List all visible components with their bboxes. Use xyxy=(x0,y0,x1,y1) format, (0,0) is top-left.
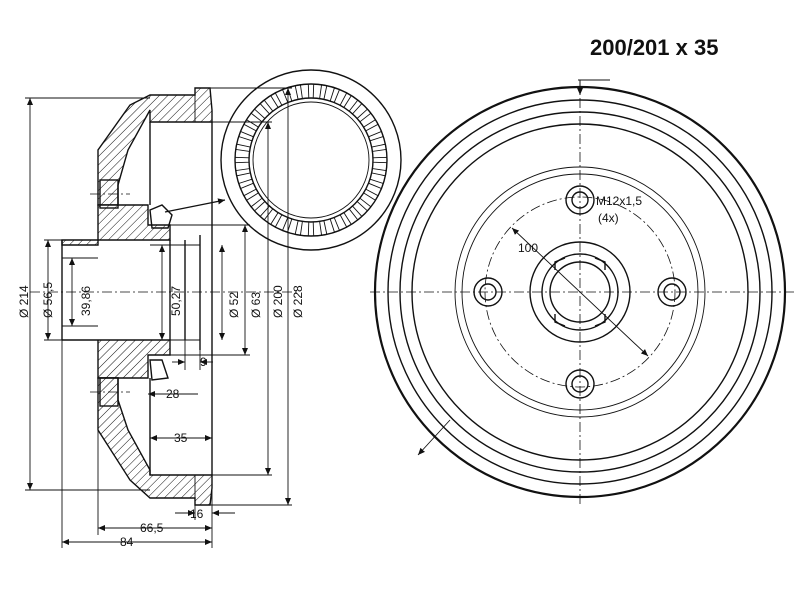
dim-d52: Ø 52 xyxy=(227,292,241,318)
abs-tooth xyxy=(307,221,315,237)
abs-tooth xyxy=(281,87,293,104)
abs-ring-teeth xyxy=(234,83,388,237)
abs-tooth xyxy=(319,220,328,236)
dim-39_86: 39,86 xyxy=(79,286,93,316)
abs-tooth xyxy=(348,99,363,115)
abs-tooth xyxy=(372,156,388,164)
dim-w66_5: 66,5 xyxy=(140,521,164,535)
dim-d228: Ø 228 xyxy=(291,285,305,318)
abs-tooth xyxy=(367,178,384,190)
abs-tooth xyxy=(243,119,259,132)
abs-tooth xyxy=(234,156,250,164)
abs-tooth xyxy=(238,178,255,190)
abs-tooth xyxy=(238,130,255,142)
dim-w28: 28 xyxy=(166,387,180,401)
section-dimensions: Ø 214 Ø 56,5 39,86 50,27 Ø 52 Ø 63 Ø 200… xyxy=(17,87,305,549)
dim-d56_5: Ø 56,5 xyxy=(41,282,55,318)
abs-tooth xyxy=(329,87,341,104)
abs-tooth xyxy=(319,84,328,100)
abs-tooth xyxy=(329,216,341,233)
bolt-hole-left xyxy=(473,277,503,307)
dim-d200: Ø 200 xyxy=(271,285,285,318)
dim-w9: 9 xyxy=(200,355,207,369)
abs-tooth xyxy=(348,205,363,221)
bolt-hole-top xyxy=(565,185,595,215)
abs-tooth xyxy=(235,168,251,177)
pcd-label: 100 xyxy=(518,241,538,255)
title-label: 200/201 x 35 xyxy=(590,35,718,60)
dim-w16: 16 xyxy=(190,507,204,521)
thread-count-label: (4x) xyxy=(598,211,619,225)
abs-tooth xyxy=(270,92,283,108)
abs-tooth xyxy=(307,83,315,99)
abs-tone-ring xyxy=(220,69,402,251)
hub-upper xyxy=(61,204,171,246)
dim-w84: 84 xyxy=(120,535,134,549)
abs-tooth xyxy=(235,143,251,152)
abs-tooth xyxy=(339,92,352,108)
bolt-hole-bottom xyxy=(565,369,595,399)
dim-50_27: 50,27 xyxy=(169,286,183,316)
abs-tooth xyxy=(367,130,384,142)
abs-tooth xyxy=(356,108,372,123)
dim-d63: Ø 63 xyxy=(249,292,263,318)
front-view: M12x1,5 (4x) 100 xyxy=(370,79,795,505)
drum-wall-upper xyxy=(97,87,213,206)
abs-tooth xyxy=(294,84,303,100)
abs-tooth xyxy=(270,212,283,228)
abs-tooth xyxy=(371,143,387,152)
abs-tooth xyxy=(281,216,293,233)
abs-tooth xyxy=(294,220,303,236)
abs-tooth xyxy=(363,188,379,201)
abs-tooth xyxy=(259,99,274,115)
dim-d214: Ø 214 xyxy=(17,285,31,318)
hub-lower xyxy=(62,339,171,379)
bolt-hole-right xyxy=(657,277,687,307)
dim-w35: 35 xyxy=(174,431,188,445)
abs-tooth xyxy=(339,212,352,228)
abs-tooth xyxy=(250,108,266,123)
abs-tooth xyxy=(356,197,372,212)
thread-spec-label: M12x1,5 xyxy=(596,194,642,208)
abs-tooth xyxy=(243,188,259,201)
abs-tooth xyxy=(250,197,266,212)
abs-tooth xyxy=(371,168,387,177)
abs-tooth xyxy=(363,119,379,132)
